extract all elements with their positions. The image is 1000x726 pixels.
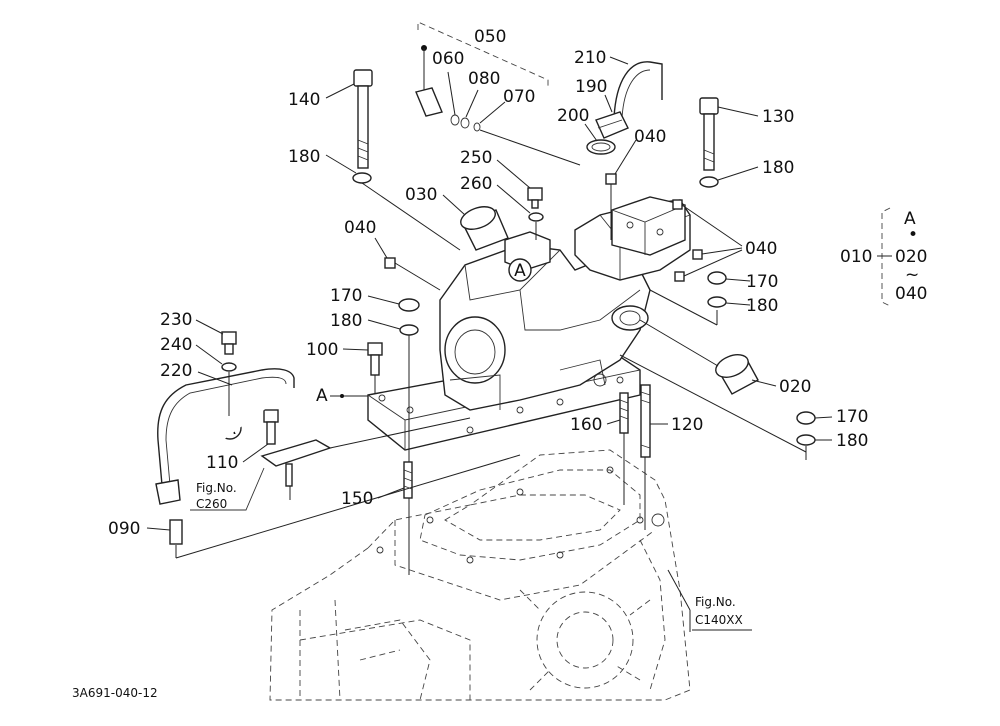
pipe-220 bbox=[155, 368, 295, 505]
set-from: 020 bbox=[895, 247, 927, 267]
callout-020: 020 bbox=[779, 377, 811, 397]
bracket-c260 bbox=[190, 417, 471, 511]
washer-180-right bbox=[699, 166, 759, 188]
callout-250: 250 bbox=[460, 148, 492, 168]
washer-180-mid bbox=[367, 319, 419, 575]
ref-marker-a-left: A bbox=[316, 386, 368, 406]
plug-040-right-group bbox=[672, 199, 743, 282]
callout-220: 220 bbox=[160, 361, 192, 381]
callout-180-lower: 180 bbox=[836, 431, 868, 451]
set-tilde: ~ bbox=[905, 265, 919, 285]
svg-text:A: A bbox=[316, 386, 328, 406]
callout-260: 260 bbox=[460, 174, 492, 194]
callout-040-left: 040 bbox=[344, 218, 376, 238]
leader-c140 bbox=[667, 569, 691, 611]
callout-050: 050 bbox=[474, 27, 506, 47]
set-code: 010 bbox=[840, 247, 872, 267]
nut-170-mid bbox=[367, 295, 420, 312]
bolt-100 bbox=[342, 342, 383, 393]
callout-040-right: 040 bbox=[745, 239, 777, 259]
callout-120: 120 bbox=[671, 415, 703, 435]
diagram-id: 3A691-040-12 bbox=[72, 686, 158, 700]
callout-130: 130 bbox=[762, 107, 794, 127]
kit-050-bracket bbox=[415, 21, 581, 166]
fig-ref-c140-line2: C140XX bbox=[695, 613, 743, 627]
callout-040-top: 040 bbox=[634, 127, 666, 147]
ref-marker-a-top: A bbox=[508, 258, 532, 282]
plug-040-left bbox=[374, 237, 441, 291]
callout-170-lower: 170 bbox=[836, 407, 868, 427]
o-ring-200 bbox=[584, 123, 616, 155]
set-to: 040 bbox=[895, 284, 927, 304]
callout-100: 100 bbox=[306, 340, 338, 360]
stud-120 bbox=[640, 384, 668, 530]
callout-170-right: 170 bbox=[746, 272, 778, 292]
callout-150: 150 bbox=[341, 489, 373, 509]
callout-210: 210 bbox=[574, 48, 606, 68]
callout-180-left: 180 bbox=[288, 147, 320, 167]
callout-110: 110 bbox=[206, 453, 238, 473]
nut-170-right bbox=[707, 271, 751, 285]
cylinder-case-body bbox=[367, 196, 691, 451]
fitting-190 bbox=[595, 94, 629, 139]
washer-240 bbox=[195, 344, 237, 416]
callout-180-mid: 180 bbox=[330, 311, 362, 331]
bolt-140 bbox=[325, 69, 373, 169]
fig-ref-c260-line1: Fig.No. bbox=[196, 481, 237, 495]
callout-190: 190 bbox=[575, 77, 607, 97]
fitting-090 bbox=[146, 454, 521, 559]
callout-080: 080 bbox=[468, 69, 500, 89]
plug-230 bbox=[195, 319, 237, 355]
plug-250 bbox=[496, 159, 543, 209]
stud-160 bbox=[606, 392, 629, 505]
set-ref: A bbox=[904, 209, 916, 229]
callout-030: 030 bbox=[405, 185, 437, 205]
bolt-130 bbox=[699, 97, 759, 171]
callout-070: 070 bbox=[503, 87, 535, 107]
transmission-case-outline bbox=[269, 449, 691, 701]
callout-180-right-top: 180 bbox=[762, 158, 794, 178]
washer-180-right-mid bbox=[649, 289, 751, 326]
plug-040-top bbox=[605, 139, 637, 240]
callout-230: 230 bbox=[160, 310, 192, 330]
washer-260 bbox=[496, 184, 544, 240]
callout-140: 140 bbox=[288, 90, 320, 110]
callout-170-mid: 170 bbox=[330, 286, 362, 306]
pipe-210 bbox=[609, 56, 663, 119]
callout-160: 160 bbox=[570, 415, 602, 435]
collar-030 bbox=[442, 194, 509, 251]
set-dot: • bbox=[908, 225, 918, 245]
callout-240: 240 bbox=[160, 335, 192, 355]
callout-180-right-mid: 180 bbox=[746, 296, 778, 316]
bolt-110 bbox=[242, 409, 279, 463]
fig-ref-c140-line1: Fig.No. bbox=[695, 595, 736, 609]
stud-150 bbox=[377, 461, 413, 499]
callout-090: 090 bbox=[108, 519, 140, 539]
callout-060: 060 bbox=[432, 49, 464, 69]
callout-200: 200 bbox=[557, 106, 589, 126]
set-group-010: 010 A • 020 ~ 040 bbox=[840, 207, 927, 307]
washer-180-left bbox=[325, 154, 461, 251]
washer-180-lower bbox=[619, 354, 832, 460]
svg-text:A: A bbox=[514, 261, 526, 281]
fig-ref-c260-line2: C260 bbox=[196, 497, 227, 511]
collar-020 bbox=[639, 319, 777, 395]
nut-170-lower bbox=[796, 411, 833, 425]
